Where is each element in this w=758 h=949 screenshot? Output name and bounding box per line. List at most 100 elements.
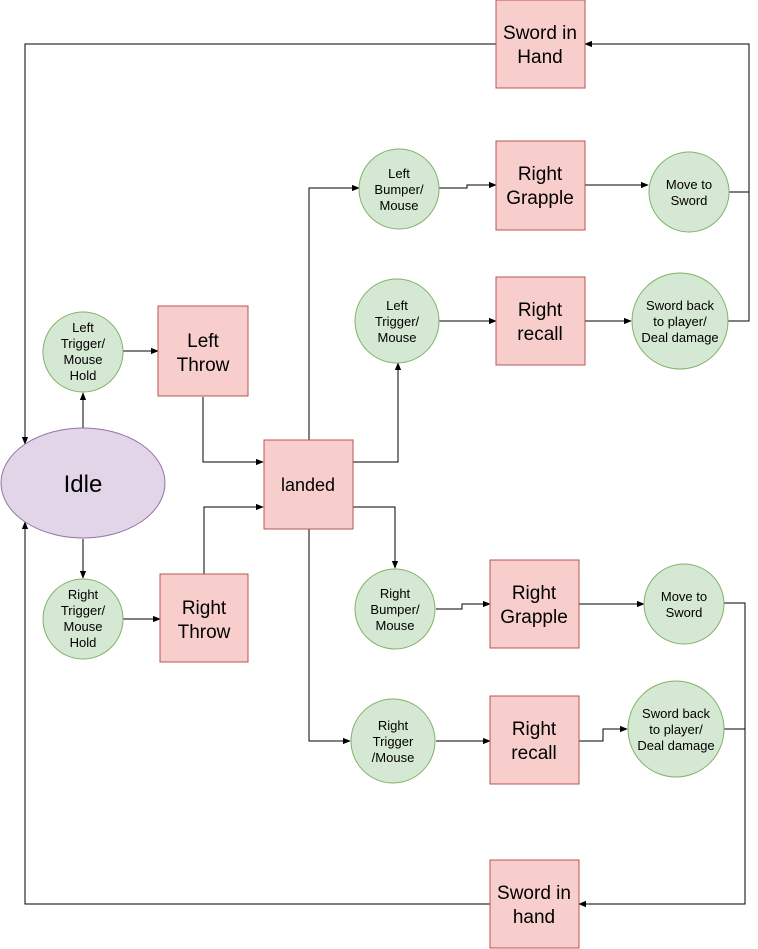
node-top-sword-back-label-line: Sword back [646, 298, 714, 313]
node-bottom-right-grapple-label-line: Right [512, 583, 557, 604]
node-left-trigger-hold-label-line: Hold [70, 368, 97, 383]
node-bottom-move-to-sword-label-line: Sword [666, 605, 703, 620]
node-idle-label: Idle [64, 471, 103, 498]
edges [21, 40, 750, 908]
edge-landed-to-right-trigger [308, 529, 351, 745]
node-top-left-bumper-label-line: Left [388, 166, 410, 181]
node-top-right-recall-label: Right recall [517, 300, 563, 345]
node-bottom-right-recall-label: Right recall [511, 719, 557, 764]
edge-landed-to-left-bumper [308, 184, 360, 440]
node-sword-in-hand-bottom-label-line: Sword in [497, 883, 571, 904]
node-bottom-sword-back-label-line: to player/ [649, 722, 703, 737]
node-sword-in-hand-top-label: Sword in Hand [503, 23, 577, 68]
node-bottom-right-bumper-label-line: Right [380, 586, 411, 601]
node-top-right-recall-label-line: Right [518, 300, 563, 321]
edge-sword-back-to-sword-in-hand-top [584, 40, 750, 322]
node-bottom-right-bumper-label-line: Mouse [375, 618, 414, 633]
node-top-right-grapple-label-line: Right [518, 164, 563, 185]
node-top-sword-back-label-line: to player/ [653, 314, 707, 329]
node-bottom-sword-back-label-line: Deal damage [637, 738, 714, 753]
edge-landed-to-left-trigger [353, 362, 402, 463]
node-sword-in-hand-top: Sword in Hand [495, 0, 586, 89]
node-top-left-bumper-label-line: Mouse [379, 198, 418, 213]
node-top-left-trigger-label-line: Trigger/ [375, 314, 420, 329]
node-bottom-right-bumper-label-line: Bumper/ [370, 602, 420, 617]
edge-left-bumper-to-right-grapple [439, 181, 497, 189]
node-bottom-move-to-sword-label-line: Move to [661, 589, 707, 604]
node-bottom-right-trigger-label-line: Right [378, 718, 409, 733]
node-sword-in-hand-bottom-label-line: hand [513, 907, 555, 928]
node-left-throw-label-line: Throw [177, 355, 230, 376]
node-sword-in-hand-top-label-line: Hand [517, 47, 562, 68]
node-bottom-right-recall: Right recall [489, 695, 580, 785]
edge-sword-in-hand-bottom-to-idle [21, 521, 490, 905]
edge-landed-to-right-bumper [353, 506, 399, 569]
node-right-trigger-hold-label-line: Trigger/ [61, 603, 106, 618]
node-right-throw-label-line: Throw [178, 622, 231, 643]
edge-sword-in-hand-top-to-idle [21, 43, 496, 445]
node-right-trigger-hold-label-line: Mouse [63, 619, 102, 634]
node-left-trigger-hold-label-line: Mouse [63, 352, 102, 367]
node-landed: landed [263, 439, 354, 530]
node-left-trigger-hold-label-line: Left [72, 320, 94, 335]
edge-move-to-sword-join-bottom [578, 602, 746, 908]
node-bottom-right-grapple-label-line: Grapple [500, 607, 568, 628]
node-sword-in-hand-bottom: Sword in hand [489, 859, 580, 949]
node-top-right-recall: Right recall [495, 276, 586, 366]
node-top-move-to-sword-label-line: Move to [666, 177, 712, 192]
node-bottom-sword-back-label-line: Sword back [642, 706, 710, 721]
node-right-throw-label-line: Right [182, 598, 227, 619]
node-right-trigger-hold-label-line: Hold [70, 635, 97, 650]
node-left-trigger-hold-label-line: Trigger/ [61, 336, 106, 351]
node-top-left-trigger-label-line: Left [386, 298, 408, 313]
node-landed-label: landed [281, 475, 335, 495]
edge-left-throw-to-landed [202, 397, 264, 466]
node-bottom-right-recall-label-line: recall [511, 743, 556, 764]
node-sword-in-hand-top-label-line: Sword in [503, 23, 577, 44]
node-top-right-grapple-label-line: Grapple [506, 188, 574, 209]
node-top-left-trigger-label-line: Mouse [377, 330, 416, 345]
edge-right-recall-to-sword-back-bottom [579, 725, 628, 742]
node-top-left-bumper-label-line: Bumper/ [374, 182, 424, 197]
node-bottom-right-recall-label-line: Right [512, 719, 557, 740]
node-sword-in-hand-bottom-label: Sword in hand [497, 883, 571, 928]
edge-right-bumper-to-right-grapple [436, 600, 491, 610]
node-top-right-recall-label-line: recall [517, 324, 562, 345]
node-top-move-to-sword-label-line: Sword [671, 193, 708, 208]
node-bottom-right-trigger-label-line: /Mouse [372, 750, 415, 765]
node-idle: Idle [0, 427, 166, 539]
node-right-trigger-hold-label-line: Right [68, 587, 99, 602]
edge-right-throw-to-landed [203, 503, 264, 574]
node-bottom-right-trigger-label-line: Trigger [373, 734, 414, 749]
node-left-throw-label-line: Left [187, 331, 219, 352]
